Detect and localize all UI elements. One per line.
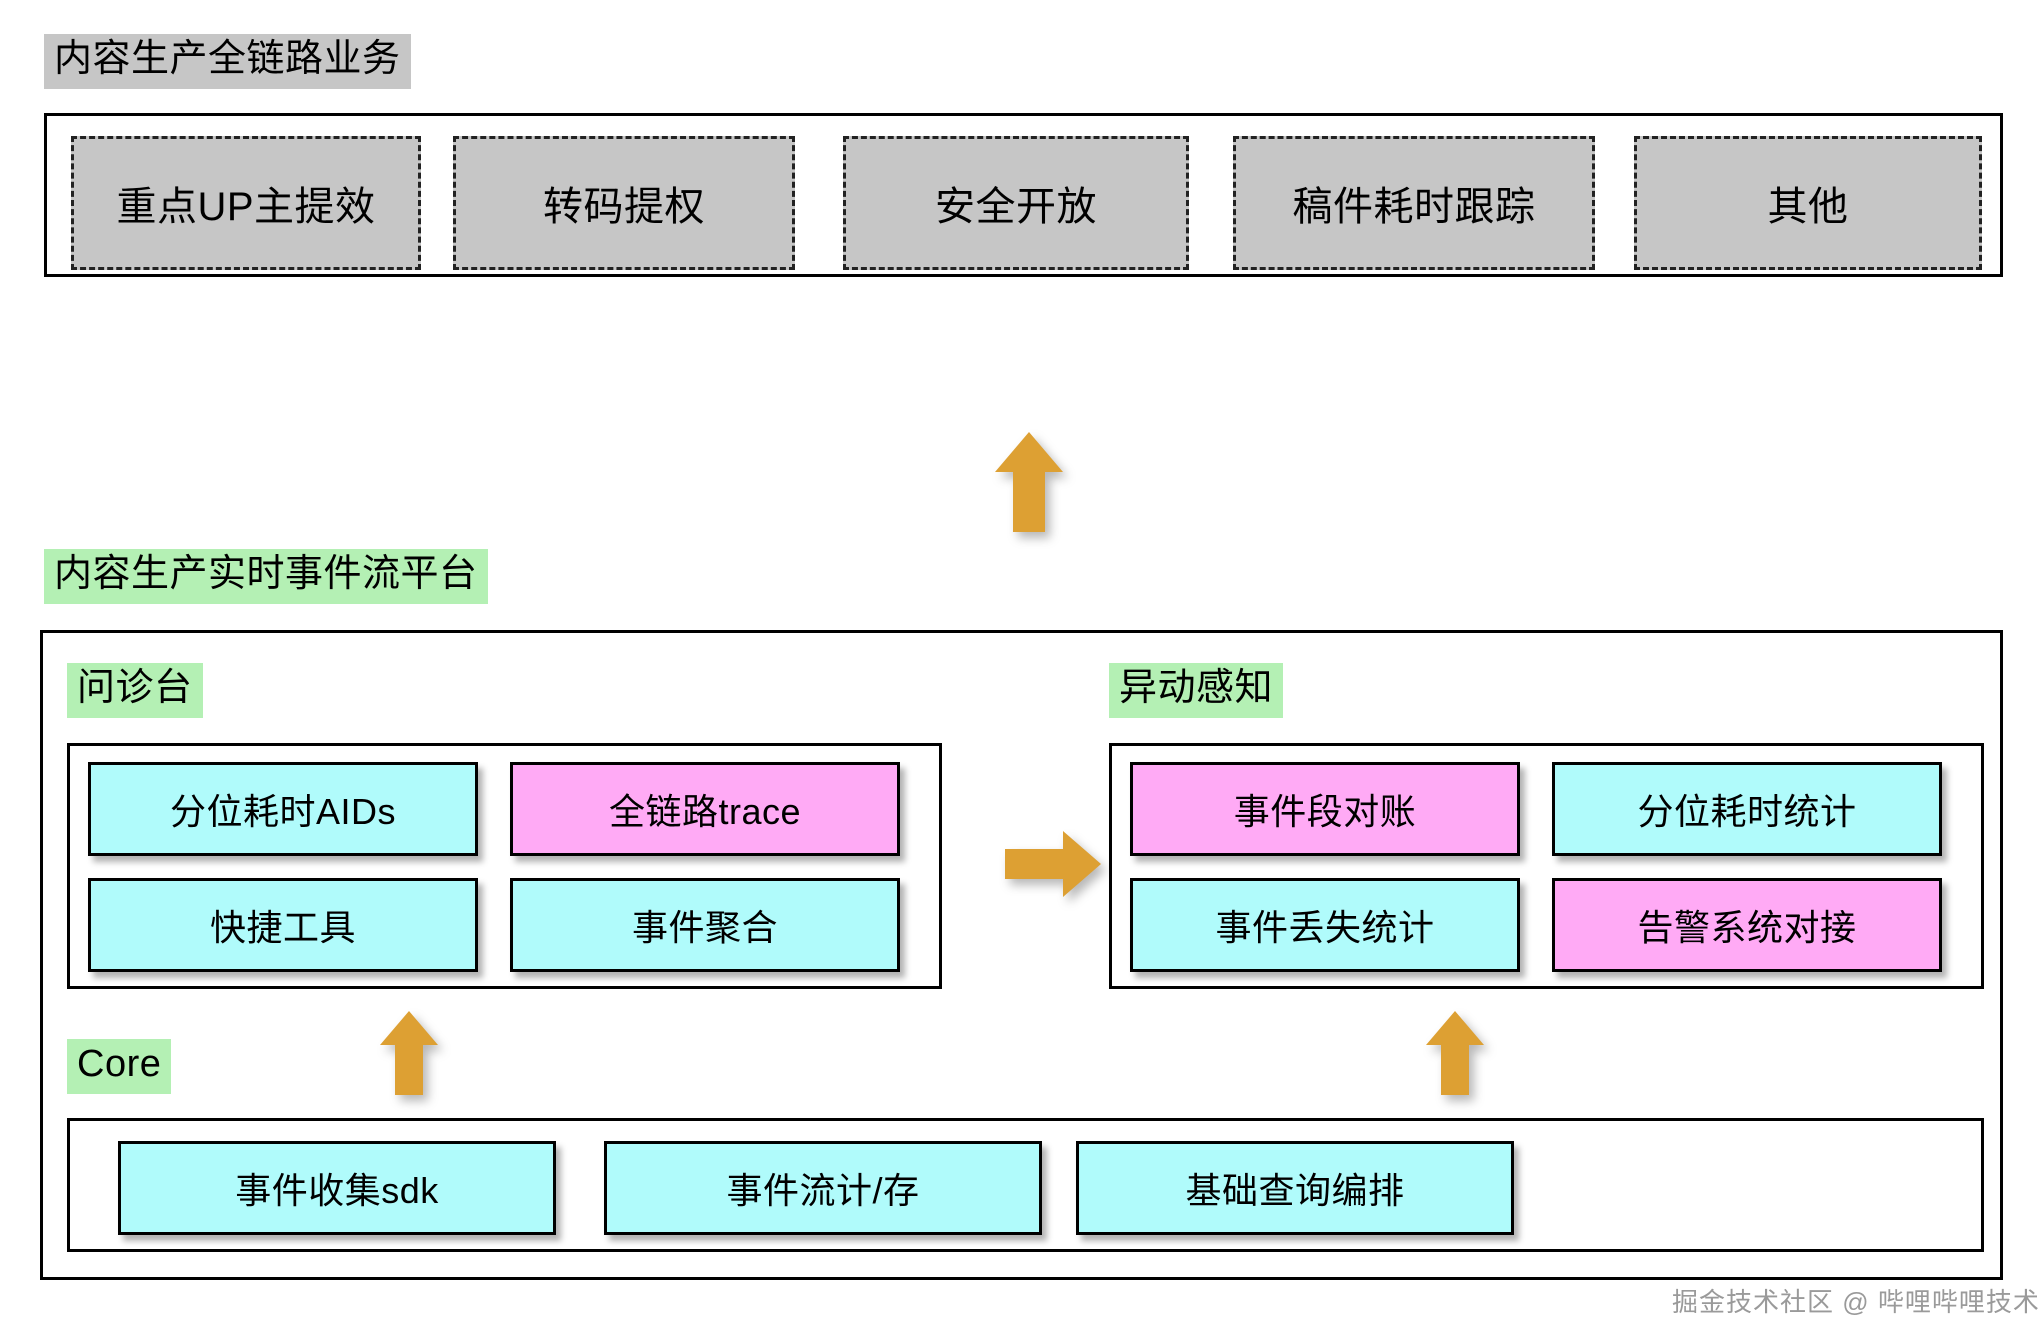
business-box-transcode[interactable]: 转码提权 — [453, 136, 795, 270]
card-event-segment-reconciliation[interactable]: 事件段对账 — [1130, 762, 1520, 856]
platform-section-frame: 问诊台 分位耗时AIDs 全链路trace 快捷工具 事件聚合 异动感知 事件段… — [40, 630, 2003, 1280]
business-box-other[interactable]: 其他 — [1634, 136, 1982, 270]
card-event-collect-sdk[interactable]: 事件收集sdk — [118, 1141, 556, 1235]
group-panel-diagnostics: 分位耗时AIDs 全链路trace 快捷工具 事件聚合 — [67, 743, 942, 989]
business-section-title: 内容生产全链路业务 — [44, 34, 411, 89]
group-title-diagnostics: 问诊台 — [67, 663, 203, 718]
core-to-diagnostics-arrow — [380, 1011, 438, 1100]
card-percentile-latency-stats[interactable]: 分位耗时统计 — [1552, 762, 1942, 856]
card-percentile-latency-aids[interactable]: 分位耗时AIDs — [88, 762, 478, 856]
business-box-key-up[interactable]: 重点UP主提效 — [71, 136, 421, 270]
group-panel-anomaly: 事件段对账 分位耗时统计 事件丢失统计 告警系统对接 — [1109, 743, 1984, 989]
group-title-core: Core — [67, 1039, 172, 1094]
watermark: 掘金技术社区 @ 哔哩哔哩技术 — [1672, 1287, 2040, 1317]
card-event-stream-compute-store[interactable]: 事件流计/存 — [604, 1141, 1042, 1235]
card-event-aggregation[interactable]: 事件聚合 — [510, 878, 900, 972]
platform-to-business-arrow — [995, 432, 1063, 537]
group-title-anomaly: 异动感知 — [1109, 663, 1284, 718]
business-section-frame: 重点UP主提效 转码提权 安全开放 稿件耗时跟踪 其他 — [44, 113, 2003, 277]
card-quick-tools[interactable]: 快捷工具 — [88, 878, 478, 972]
card-alert-system-integration[interactable]: 告警系统对接 — [1552, 878, 1942, 972]
diagnostics-to-anomaly-arrow — [1005, 831, 1101, 902]
card-basic-query-orchestration[interactable]: 基础查询编排 — [1076, 1141, 1514, 1235]
business-box-security[interactable]: 安全开放 — [843, 136, 1189, 270]
business-box-draft-latency[interactable]: 稿件耗时跟踪 — [1233, 136, 1595, 270]
platform-section-title: 内容生产实时事件流平台 — [44, 549, 488, 604]
card-full-link-trace[interactable]: 全链路trace — [510, 762, 900, 856]
group-panel-core: 事件收集sdk 事件流计/存 基础查询编排 — [67, 1118, 1984, 1252]
core-to-anomaly-arrow — [1426, 1011, 1484, 1100]
card-event-loss-stats[interactable]: 事件丢失统计 — [1130, 878, 1520, 972]
